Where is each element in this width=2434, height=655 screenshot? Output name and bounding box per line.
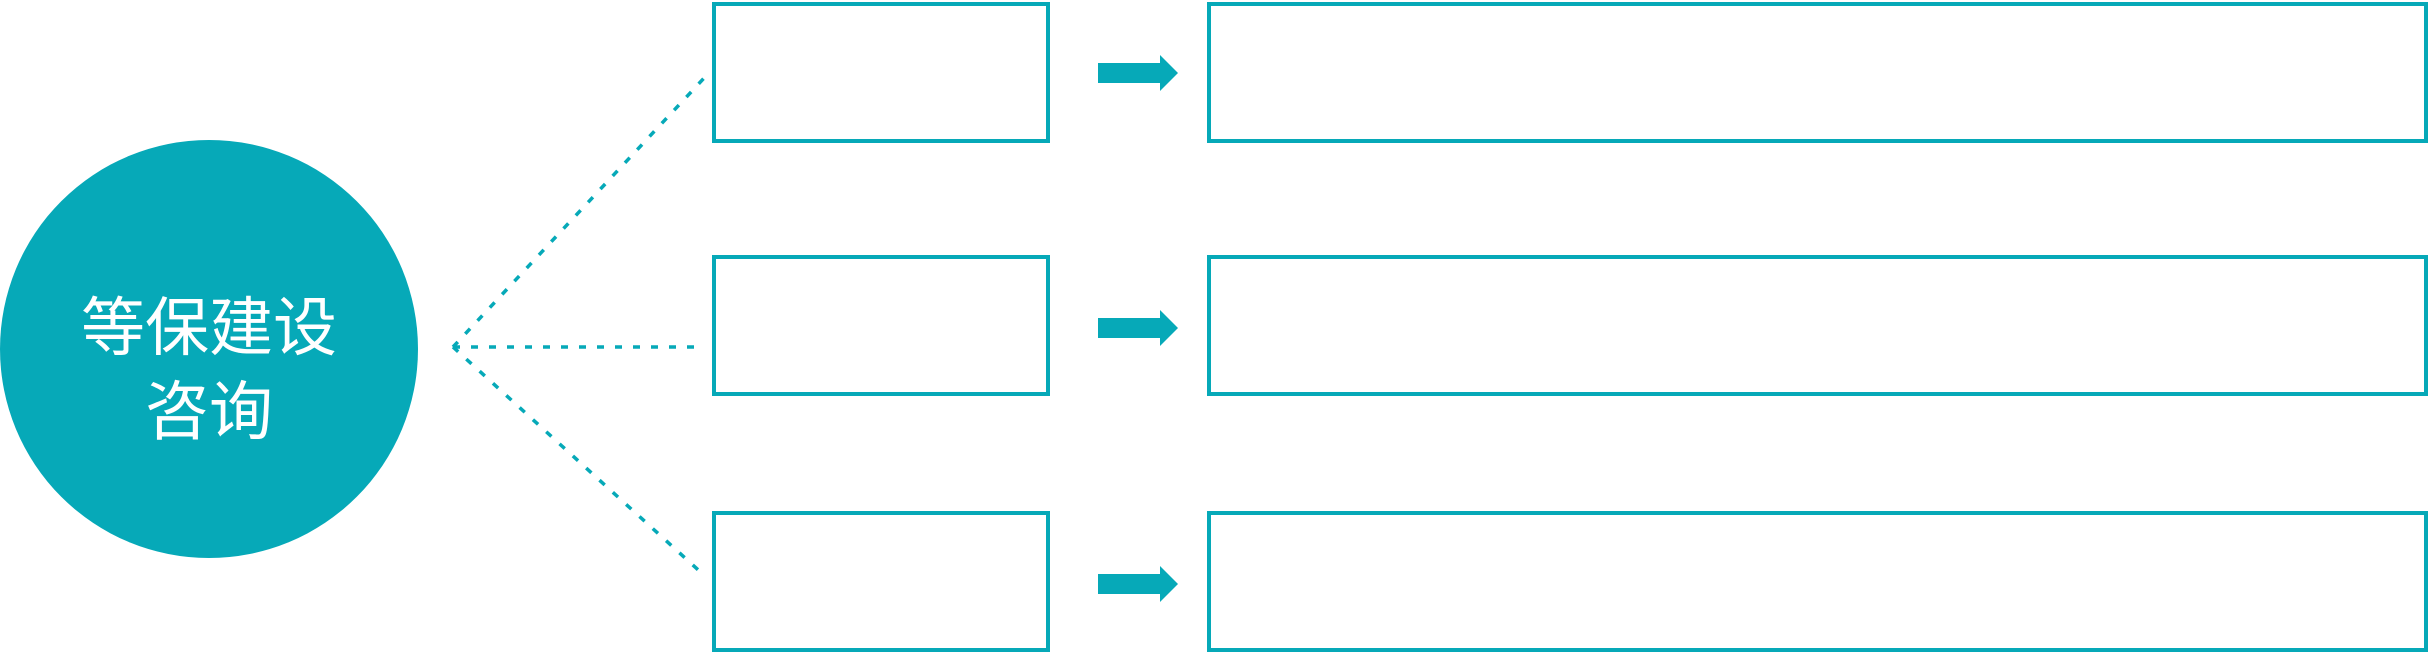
category-box-3 — [712, 511, 1050, 652]
dashed-connector-top — [451, 74, 708, 349]
detail-box-3 — [1207, 511, 2428, 652]
hub-label-line2: 咨询 — [145, 376, 273, 450]
category-box-2 — [712, 255, 1050, 396]
right-arrow-icon-1 — [1098, 55, 1178, 91]
detail-box-1 — [1207, 2, 2428, 143]
right-arrow-icon-3 — [1098, 566, 1178, 602]
hub-label-line1: 等保建设 — [81, 292, 337, 366]
dashed-connector-bottom — [451, 345, 708, 579]
hub-circle: 等保建设 咨询 — [0, 140, 418, 558]
detail-box-2 — [1207, 255, 2428, 396]
category-box-1 — [712, 2, 1050, 143]
right-arrow-icon-2 — [1098, 310, 1178, 346]
hub-label: 等保建设 咨询 — [81, 287, 337, 455]
